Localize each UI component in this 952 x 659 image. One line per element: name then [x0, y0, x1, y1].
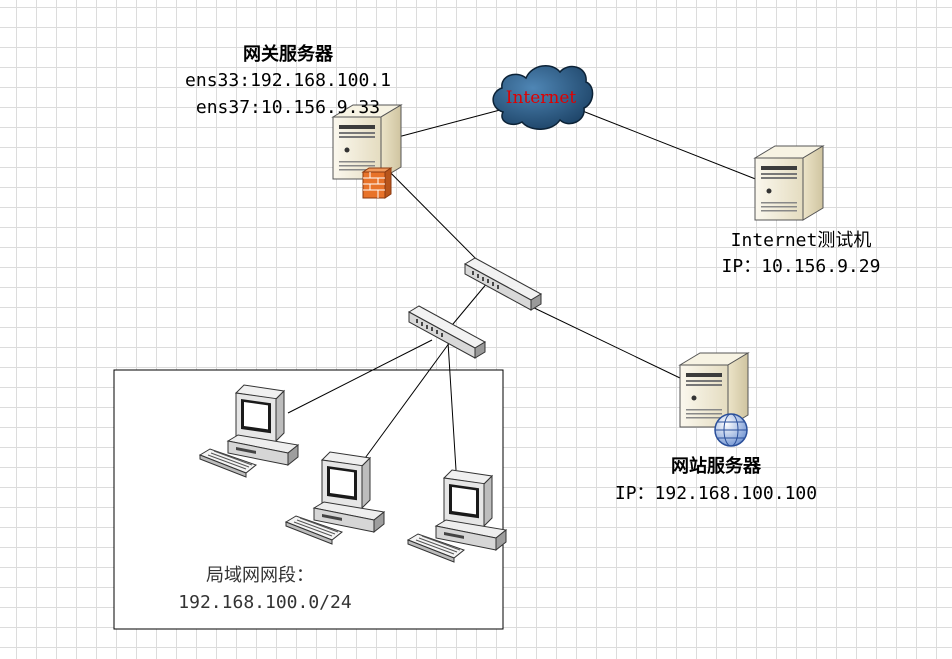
link-switch-switch — [447, 281, 489, 331]
internet-cloud-icon — [492, 65, 594, 130]
globe-icon — [714, 413, 748, 447]
lan-subnet: 192.168.100.0/24 — [178, 592, 352, 613]
gateway-ens33-label: ens33:192.168.100.1 — [185, 70, 391, 91]
link-internet-testhost — [579, 109, 759, 181]
lan-switch-icon — [408, 305, 486, 359]
link-switch-pc1 — [287, 339, 433, 414]
lan-segment-box — [113, 369, 504, 630]
gateway-title: 网关服务器 — [243, 44, 333, 65]
web-server-ip: IP：192.168.100.100 — [614, 483, 818, 504]
internet-host-title: Internet测试机 — [730, 230, 872, 251]
internet-test-host-icon — [754, 145, 824, 221]
web-server-title: 网站服务器 — [671, 456, 761, 477]
gateway-ens37-label: ens37:10.156.9.33 — [195, 97, 381, 118]
link-switch-pc2 — [359, 341, 451, 466]
link-switch-pc3 — [447, 341, 457, 471]
lan-title: 局域网网段： — [206, 565, 314, 586]
link-switch-webserver — [527, 304, 681, 379]
firewall-icon — [361, 167, 393, 199]
internet-host-ip: IP：10.156.9.29 — [721, 256, 881, 277]
core-switch-icon — [464, 257, 542, 311]
link-gateway-internet — [397, 109, 501, 138]
internet-label: Internet — [506, 88, 577, 108]
